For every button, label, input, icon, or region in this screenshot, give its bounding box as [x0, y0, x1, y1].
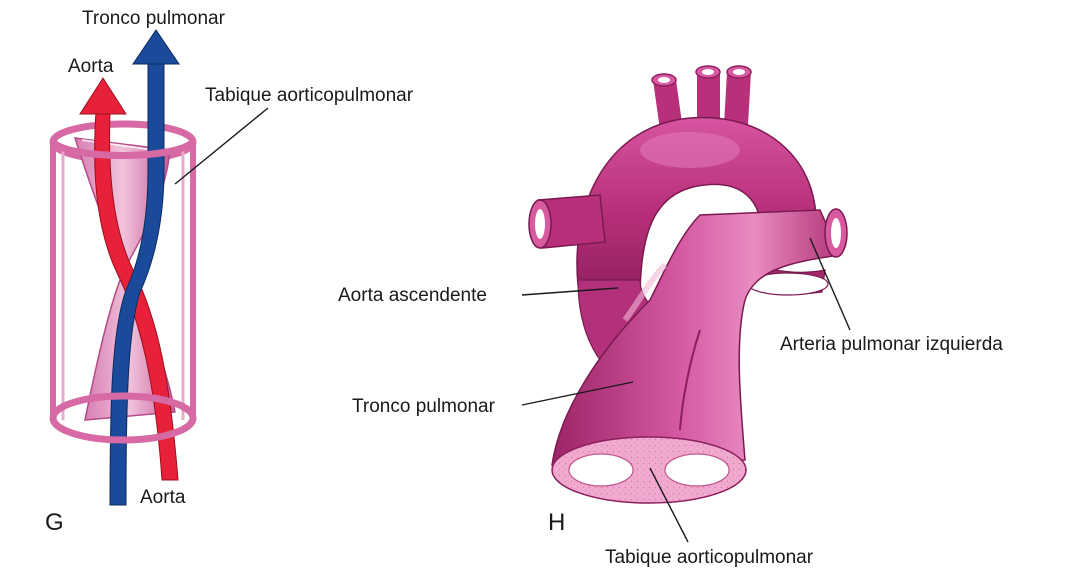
- panel-g: Tronco pulmonar Aorta Tabique aorticopul…: [45, 8, 414, 536]
- panel-h: Aorta ascendente Tronco pulmonar Arteria…: [338, 65, 1003, 568]
- cylinder-front: [49, 139, 197, 444]
- trunk-crease: [679, 329, 701, 431]
- cut-end-section: [551, 436, 747, 504]
- aorta-arrowhead: [79, 77, 127, 115]
- label-tronco-pulmonar-h: Tronco pulmonar: [352, 396, 496, 417]
- leader-tronco-pulmonar-h: [521, 381, 634, 406]
- leader-aorta-ascendente: [521, 287, 619, 296]
- panel-letter-g: G: [45, 509, 64, 536]
- trunk-highlight: [622, 262, 668, 322]
- leader-tabique-g: [174, 107, 269, 185]
- label-tabique-h: Tabique aorticopulmonar: [605, 547, 814, 568]
- label-aorta-top: Aorta: [68, 56, 114, 77]
- left-pulmonary-lumen: [831, 218, 841, 248]
- label-aorta-ascendente: Aorta ascendente: [338, 285, 487, 306]
- label-arteria-pulmonar-izquierda: Arteria pulmonar izquierda: [780, 334, 1003, 355]
- panel-letter-h: H: [548, 509, 565, 536]
- pulmonary-lumen: [568, 453, 634, 487]
- arch-branches: [651, 65, 752, 130]
- arch-highlight: [640, 132, 740, 168]
- label-tronco-pulmonar-top: Tronco pulmonar: [82, 8, 226, 29]
- leader-arteria-pulmonar-izquierda: [809, 237, 851, 331]
- label-tabique-g: Tabique aorticopulmonar: [205, 85, 414, 106]
- label-aorta-bottom: Aorta: [140, 487, 186, 508]
- aortic-lumen: [664, 453, 730, 487]
- right-pulmonary-lumen: [535, 209, 545, 239]
- pulmonary-trunk: [551, 209, 842, 466]
- pulmonary-arrowhead: [132, 29, 180, 65]
- leader-tabique-h: [649, 467, 689, 543]
